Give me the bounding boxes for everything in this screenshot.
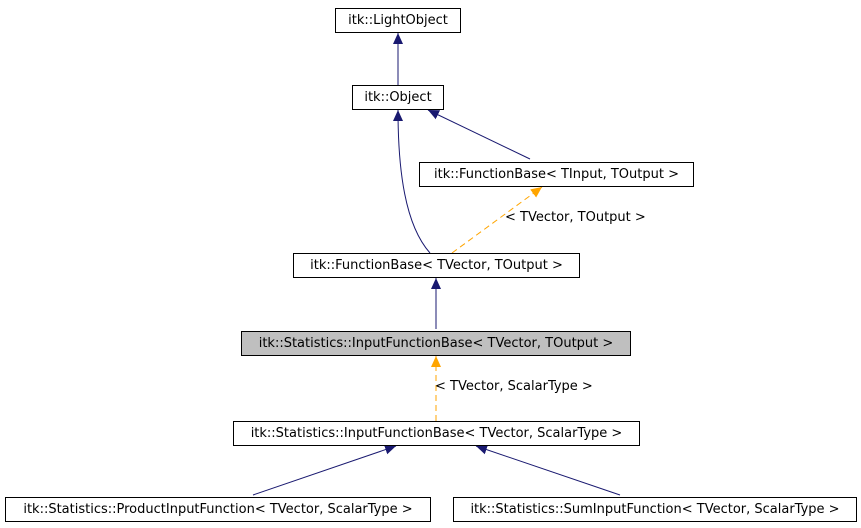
node-function-base-generic[interactable]: itk::FunctionBase< TInput, TOutput > bbox=[419, 162, 694, 187]
edge-suminputfunction-to-inputfunctionbase bbox=[475, 444, 621, 496]
edge-functionbase-template-instantiation bbox=[451, 186, 543, 254]
edge-productinputfunction-to-inputfunctionbase bbox=[252, 444, 397, 496]
node-input-function-base-scalar[interactable]: itk::Statistics::InputFunctionBase< TVec… bbox=[233, 421, 640, 446]
edge-functionbase-generic-to-object bbox=[427, 109, 531, 160]
node-product-input-function[interactable]: itk::Statistics::ProductInputFunction< T… bbox=[5, 497, 431, 522]
node-function-base-vector[interactable]: itk::FunctionBase< TVector, TOutput > bbox=[293, 253, 580, 278]
node-input-function-base-output[interactable]: itk::Statistics::InputFunctionBase< TVec… bbox=[241, 331, 631, 356]
edge-functionbase-vector-to-object bbox=[393, 109, 431, 254]
node-object[interactable]: itk::Object bbox=[352, 85, 444, 110]
edge-label-function-base-template: < TVector, TOutput > bbox=[505, 210, 646, 225]
edge-label-input-function-base-template: < TVector, ScalarType > bbox=[435, 379, 593, 394]
node-sum-input-function[interactable]: itk::Statistics::SumInputFunction< TVect… bbox=[453, 497, 857, 522]
node-light-object[interactable]: itk::LightObject bbox=[335, 8, 461, 33]
